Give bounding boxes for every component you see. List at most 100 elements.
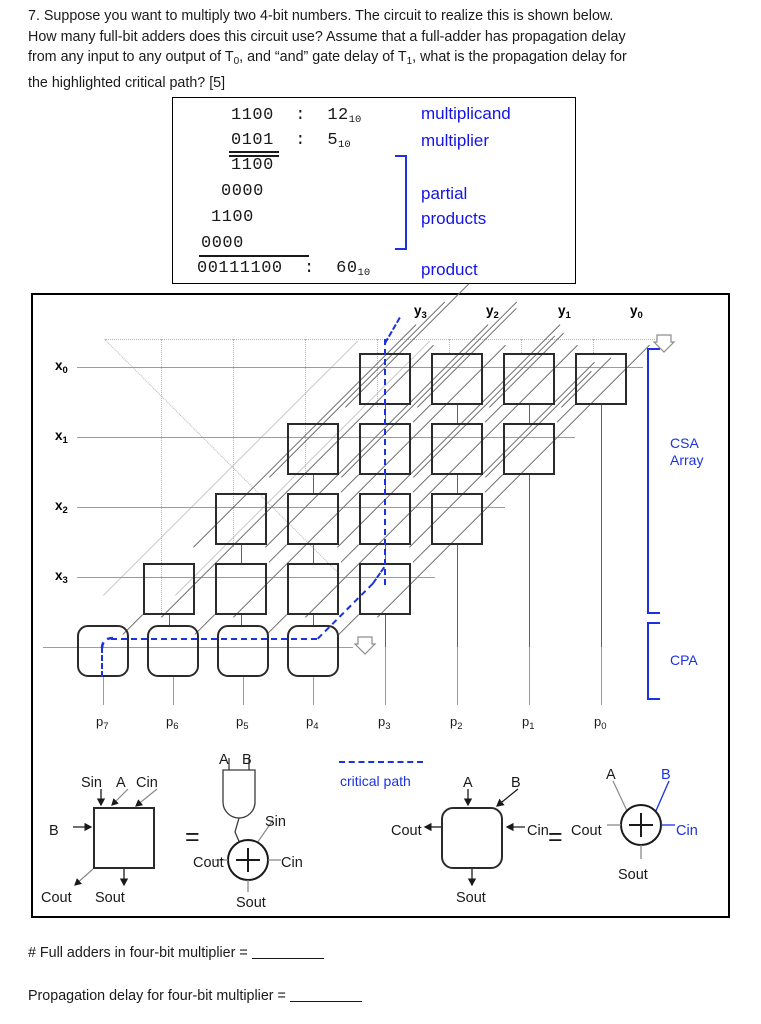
- legend-gate-a-label: A: [219, 752, 229, 768]
- partial-product-2: 1100: [211, 208, 254, 227]
- label-partial: partial: [421, 184, 468, 203]
- multiplier-decimal: 5: [327, 131, 339, 150]
- carry-diag-r2c1: [268, 544, 287, 563]
- legend-equals-2: =: [548, 823, 563, 851]
- p6-drop: [173, 677, 174, 705]
- csa-adder-r2c1[interactable]: [287, 493, 339, 545]
- answer-blank-propagation-delay[interactable]: [289, 988, 362, 1002]
- answer-line-full-adders: # Full adders in four-bit multiplier =: [28, 945, 324, 961]
- legend-square-adder-arrows: [73, 788, 158, 887]
- legend-xor-sout-label: Sout: [618, 867, 648, 883]
- legend-round-adder-box: [441, 807, 503, 869]
- partial-rule-top: [229, 155, 279, 157]
- legend-sq-a-label: A: [116, 775, 126, 791]
- t0-subscript: 0: [233, 55, 240, 67]
- legend-equals-1: =: [185, 823, 200, 851]
- multiplicand-row: 1100 : 1210: [231, 106, 361, 126]
- cpa-label: CPA: [670, 652, 698, 668]
- question-line-3e: , what is the propagation delay for: [412, 49, 627, 66]
- product-decimal: 60: [336, 259, 358, 278]
- carry-diag-r1c1: [340, 474, 359, 493]
- sum-link-r3c3-out: [385, 615, 387, 647]
- csa-adder-r0c2[interactable]: [503, 353, 555, 405]
- csa-adder-r0c3[interactable]: [575, 353, 627, 405]
- legend-and-gate-xor-adder: [215, 758, 281, 892]
- colon-2: :: [273, 131, 328, 150]
- legend-gate-cout-label: Cout: [193, 855, 224, 871]
- sum-link-r0c1: [457, 405, 459, 423]
- answer-label-full-adders: # Full adders in four-bit multiplier =: [28, 945, 248, 961]
- y0-label: y0: [630, 303, 643, 322]
- p4-drop: [313, 677, 314, 705]
- csa-adder-r0c1[interactable]: [431, 353, 483, 405]
- product-bits: 00111100: [197, 259, 283, 278]
- critical-path-legend-swatch: [339, 761, 423, 763]
- colon-1: :: [273, 106, 328, 125]
- legend-gate-sin-label: Sin: [265, 814, 286, 830]
- csa-adder-r1c3[interactable]: [503, 423, 555, 475]
- p1-label: p1: [522, 714, 535, 732]
- legend-xor-b-label: B: [661, 767, 671, 783]
- label-product: product: [421, 260, 478, 279]
- sum-link-r3c1: [241, 615, 243, 625]
- multiplicand-decimal: 12: [327, 106, 349, 125]
- legend-gate-cin-label: Cin: [281, 855, 303, 871]
- p5-label: p5: [236, 714, 249, 732]
- csa-adder-r2c3[interactable]: [431, 493, 483, 545]
- product-base: 10: [357, 267, 371, 280]
- x2-label: x2: [55, 498, 68, 517]
- partial-product-3: 0000: [201, 234, 244, 253]
- multiplicand-base: 10: [348, 114, 362, 127]
- bus-drop-7: [593, 339, 594, 355]
- cpa-adder-c0[interactable]: [77, 625, 129, 677]
- cpa-adder-c2[interactable]: [217, 625, 269, 677]
- product-row: 00111100 : 6010: [197, 259, 370, 279]
- sum-link-r1c2: [457, 475, 459, 493]
- question-text: 7. Suppose you want to multiply two 4-bi…: [28, 6, 740, 93]
- legend-round-cin-label: Cin: [527, 823, 549, 839]
- carry-diag-r1c3: [484, 474, 503, 493]
- sum-link-r1c3-out: [529, 475, 531, 647]
- sum-link-r2c1: [313, 545, 315, 563]
- legend-xor-a-label: A: [606, 767, 616, 783]
- question-line-3c: , and “and” gate delay of T: [239, 49, 407, 66]
- csa-adder-r2c0[interactable]: [215, 493, 267, 545]
- bus-drop-1: [161, 339, 162, 617]
- critical-path-seg-horizontal: [111, 638, 317, 640]
- carry-out-arrow-cpa: [353, 636, 377, 655]
- bus-drop-2: [233, 339, 234, 547]
- question-line-3: from any input to any output of T0, and …: [28, 47, 740, 72]
- csa-adder-r1c2[interactable]: [431, 423, 483, 475]
- answer-blank-full-adders[interactable]: [251, 945, 324, 959]
- p2-drop: [457, 647, 458, 705]
- question-line-1: 7. Suppose you want to multiply two 4-bi…: [28, 8, 614, 24]
- x3-rail: [77, 577, 435, 578]
- legend-xor-cin-label: Cin: [676, 823, 698, 839]
- csa-adder-r3c0[interactable]: [143, 563, 195, 615]
- product-underline: [199, 255, 309, 257]
- top-bus-dotted: [105, 339, 671, 340]
- csa-adder-r3c1[interactable]: [215, 563, 267, 615]
- p6-label: p6: [166, 714, 179, 732]
- csa-adder-r1c0[interactable]: [287, 423, 339, 475]
- legend-sq-sin-label: Sin: [81, 775, 102, 791]
- question-line-3a: from any input to any output of T: [28, 49, 234, 66]
- cpa-adder-c3[interactable]: [287, 625, 339, 677]
- p5-drop: [243, 677, 244, 705]
- csa-adder-r3c2[interactable]: [287, 563, 339, 615]
- csa-array-bracket: [647, 348, 660, 614]
- legend-sq-cin-label: Cin: [136, 775, 158, 791]
- y1-label: y1: [558, 303, 571, 322]
- carry-diag-r2c3: [412, 544, 431, 563]
- partial-product-0: 1100: [231, 156, 274, 175]
- colon-3: :: [282, 259, 337, 278]
- carry-out-arrow-top: [652, 334, 676, 353]
- legend-gate-b-label: B: [242, 752, 252, 768]
- p3-label: p3: [378, 714, 391, 732]
- sum-link-r2c0: [241, 545, 243, 563]
- p3-drop: [385, 647, 386, 705]
- cpa-adder-c1[interactable]: [147, 625, 199, 677]
- cpa-bracket: [647, 622, 660, 700]
- legend-sq-b-label: B: [49, 823, 59, 839]
- legend-round-a-label: A: [463, 775, 473, 791]
